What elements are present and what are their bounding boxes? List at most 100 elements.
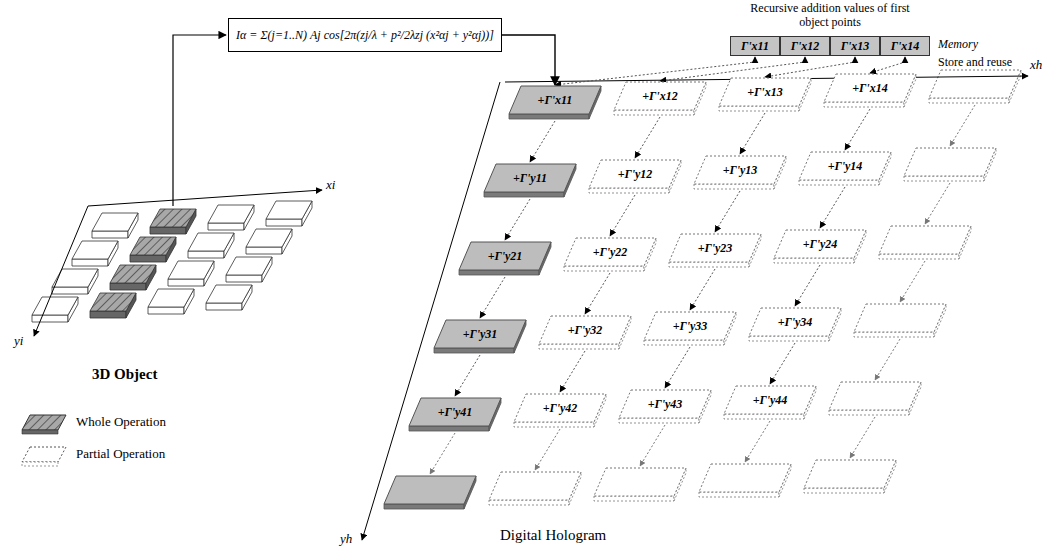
tile-flow-arrow [560,351,585,392]
tile-flow-arrow [665,347,690,388]
tile-front [804,488,884,493]
object-cell-top [32,297,78,315]
hologram-tile: +Γ'y24 [774,230,866,258]
legend-swatch-side [22,430,58,434]
figure-label: Digital Hologram [500,527,606,544]
formula-box: Iα = Σ(j=1..N) Aj cos[2π(zj/λ + p²/2λzj … [228,18,502,52]
tile-flow-arrow [875,339,900,380]
tile-flow-arrow [850,417,875,458]
tile-front [384,504,464,509]
hologram-tile: +Γ'y43 [619,390,711,418]
tile-flow-arrow [925,183,950,224]
tile-top [724,386,816,414]
object-cell-front [246,247,282,254]
tile-top [829,382,921,410]
tile-front [824,102,904,107]
tile-top [799,152,891,180]
tile-flow-arrow [635,117,660,158]
object-cell-top [206,285,252,303]
tile-top [434,320,526,348]
object-cell-top [150,209,196,227]
legend-swatch-side [22,462,58,466]
tile-front [644,340,724,345]
tile-top [694,156,786,184]
yi-axis [34,206,88,336]
object-cell-top [110,265,156,283]
tile-front [879,254,959,259]
hologram-tile: +Γ'x12 [614,82,706,110]
tile-flow-arrow [950,105,975,146]
tile-front [929,98,1009,103]
tile-flow-arrow [505,199,530,240]
object-cell-front [188,251,224,258]
cell-label: +Γ'y21 [488,249,523,264]
axis-label: xi [326,178,335,193]
tile-front [699,492,779,497]
tile-front [564,266,644,271]
hologram-tile: +Γ'y41 [409,398,501,426]
tile-flow-arrow [820,187,845,228]
hologram-tile: +Γ'y42 [514,394,606,422]
memory-cell: Γ'x11 [730,36,780,56]
tile-flow-arrow [430,433,455,474]
tile-front [904,176,984,181]
tile-top [509,86,601,114]
cell-label: +Γ'y11 [513,171,547,186]
tile-front [489,500,569,505]
hologram-tile: +Γ'y33 [644,312,736,340]
tile-top [879,226,971,254]
hologram-tile: +Γ'y32 [539,316,631,344]
tile-top [594,468,686,496]
object-cell-top [72,241,118,259]
cell-label: +Γ'y24 [803,237,838,252]
cell-label: +Γ'y43 [648,397,683,412]
axis-label: xh [1030,58,1042,73]
hologram-extra-tiles [384,70,1021,509]
formula-text: Iα = Σ(j=1..N) Aj cos[2π(zj/λ + p²/2λzj … [236,28,494,43]
tile-front [724,414,804,419]
yh-axis [362,82,500,540]
tile-front [614,110,694,115]
tile-top [669,234,761,262]
tile-top [854,304,946,332]
hologram-tile: +Γ'y11 [484,164,576,192]
memory-heading: Recursive addition values of first objec… [745,2,915,30]
tile-top [904,148,996,176]
memory-cell: Γ'x12 [780,36,830,56]
tile-front [669,262,749,267]
object-cell-front [130,255,166,262]
hologram-tile: +Γ'y22 [564,238,656,266]
store-reuse-arrow [870,57,905,73]
object-cell-front [168,279,204,286]
tile-front [829,410,909,415]
tile-top [539,316,631,344]
tile-top [619,390,711,418]
object-cell-front [110,283,146,290]
cell-label: +Γ'y22 [593,245,628,260]
object-cell-top [168,261,214,279]
hologram-tile: +Γ'x13 [719,78,811,106]
hologram-tile: +Γ'x11 [509,86,601,114]
object-cell-top [148,289,194,307]
hologram-tile: +Γ'y13 [694,156,786,184]
tile-flow-arrow [795,265,820,306]
tile-front [749,336,829,341]
object-cell-front [92,231,128,238]
cell-label: Γ'x12 [791,39,820,54]
tile-top [644,312,736,340]
tile-top [614,82,706,110]
tile-flow-arrow [480,277,505,318]
figure-label: 3D Object [92,366,157,383]
tile-top [489,472,581,500]
legend-swatch-partial [22,447,66,466]
axis-label: yh [340,532,352,547]
legend-entry: Whole Operation [76,414,166,430]
cell-label: +Γ'x14 [852,81,887,96]
tile-flow-arrow [455,355,480,396]
legend-swatch-whole [22,415,66,434]
legend-text: Whole Operation [76,414,166,429]
hologram-tile: +Γ'y12 [589,160,681,188]
hologram-tile: +Γ'y21 [459,242,551,270]
hologram-tile: +Γ'y14 [799,152,891,180]
tile-front [774,258,854,263]
